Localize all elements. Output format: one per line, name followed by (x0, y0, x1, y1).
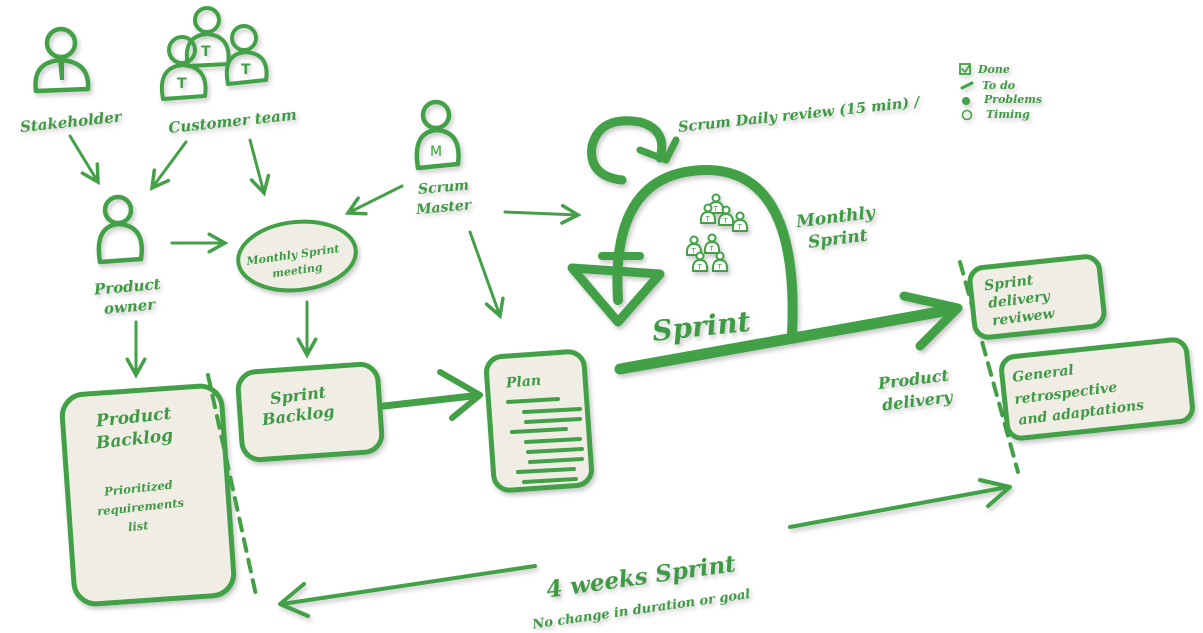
mini-team-badge: T (709, 245, 715, 253)
mini-team-badge: T (691, 247, 697, 255)
plan-text-line (506, 397, 560, 404)
plan-text-line (528, 457, 584, 464)
retrospective-box: General retrospective and adaptations (999, 337, 1195, 441)
sprint-label: Sprint (651, 305, 752, 348)
plan-text-line (526, 447, 584, 454)
product-backlog-box: Product Backlog Prioritized requirements… (59, 383, 237, 607)
scrum-master-actor: M Scrum Master (414, 99, 473, 218)
mini-person-icon: T (703, 233, 721, 254)
product-owner-label-line1: Product (92, 275, 161, 299)
delivery-divider (958, 260, 1020, 474)
checklist-label: To do (982, 79, 1015, 92)
product-owner-label-line2: owner (103, 295, 157, 317)
monthly-sprint-arc (612, 165, 798, 340)
team-badge: T (177, 76, 187, 92)
plan-text-line (510, 427, 568, 434)
arrow-customer-to-meeting (248, 138, 264, 193)
plan-text-line (524, 437, 582, 444)
plan-text-line (516, 467, 576, 474)
daily-loop-arrowhead (636, 136, 680, 164)
arrow-customer-to-owner (152, 140, 188, 188)
checklist-item-timing: Timing (961, 108, 1030, 121)
plan-text-line (522, 477, 578, 484)
daily-checklist: Done To do Problems Timing (959, 63, 1042, 121)
person-icon: M (414, 99, 461, 171)
checklist-item-done: Done (959, 63, 1010, 76)
product-backlog-desc-line3: list (127, 518, 150, 534)
daily-loop-arc (587, 116, 667, 185)
review-line2: delivery (987, 288, 1051, 312)
team-icon: T T T (160, 6, 269, 101)
scrum-master-label-line1: Scrum (417, 178, 469, 198)
monthly-sprint-meeting: Monthly Sprint meeting (236, 219, 358, 293)
checklist-label: Done (977, 63, 1010, 76)
sprint-review-box: Sprint delivery reviwew (967, 254, 1107, 340)
mini-team-badge: T (737, 223, 743, 231)
mini-person-icon: T (711, 251, 729, 272)
arrow-master-to-meeting (348, 184, 404, 213)
stakeholder-actor: Stakeholder (19, 26, 124, 136)
product-delivery: Product delivery (876, 365, 955, 414)
person-tie-icon (33, 26, 91, 94)
checklist-label: Problems (983, 93, 1042, 106)
sprint-backlog-box: Sprint Backlog (235, 361, 385, 463)
arrow-stakeholder-to-owner (68, 134, 98, 182)
retro-line1: General (1011, 362, 1074, 385)
plan-lines (506, 397, 584, 484)
sprint-arrowhead (567, 263, 665, 327)
pencil-icon (960, 81, 974, 90)
arrow-plan-to-delivery (614, 291, 963, 375)
daily-review: Scrum Daily review (15 min) / Done To do… (677, 63, 1042, 136)
scrum-master-badge: M (430, 144, 442, 160)
product-owner-actor: Product owner (92, 194, 161, 318)
checklist-item-todo: To do (960, 79, 1015, 92)
bomb-icon (962, 97, 970, 105)
mini-team-badge: T (697, 263, 703, 271)
mini-team-badge: T (717, 263, 723, 271)
mini-person-icon: T (731, 211, 749, 232)
mini-team-badge: T (705, 215, 711, 223)
arrow-master-to-sprint (503, 212, 578, 215)
mini-person-icon: T (699, 203, 717, 224)
customer-team-actor: T T T Customer team (160, 6, 298, 137)
team-badge: T (201, 44, 211, 60)
duration-labels: 4 weeks Sprint No change in duration or … (531, 550, 752, 632)
checkbox-icon (959, 63, 971, 75)
review-line3: reviwew (991, 306, 1056, 330)
team-badge: T (241, 62, 251, 78)
mini-team-badge: T (713, 205, 719, 213)
backlog-divider (206, 373, 258, 597)
mini-person-icon: T (707, 193, 725, 214)
plan-text-line (524, 417, 582, 424)
review-line1: Sprint (983, 272, 1034, 294)
arrow-sprint-backlog-to-plan (380, 369, 483, 421)
duration-arrow (278, 478, 1012, 618)
plan-title: Plan (504, 373, 541, 392)
checklist-label: Timing (986, 108, 1030, 121)
mini-person-icon: T (691, 251, 709, 272)
scrum-master-label-line2: Master (414, 197, 473, 218)
clock-icon (961, 109, 973, 121)
customer-team-label: Customer team (168, 106, 298, 137)
plan-document: Plan (484, 349, 594, 493)
person-icon (96, 194, 144, 265)
stakeholder-label: Stakeholder (19, 107, 123, 136)
daily-review-label: Scrum Daily review (15 min) / (677, 93, 922, 135)
mini-person-icon: T (717, 205, 735, 226)
mini-team-badge: T (723, 217, 729, 225)
arrow-master-to-plan (468, 230, 500, 316)
checklist-item-problems: Problems (962, 93, 1042, 106)
plan-text-line (522, 407, 582, 414)
